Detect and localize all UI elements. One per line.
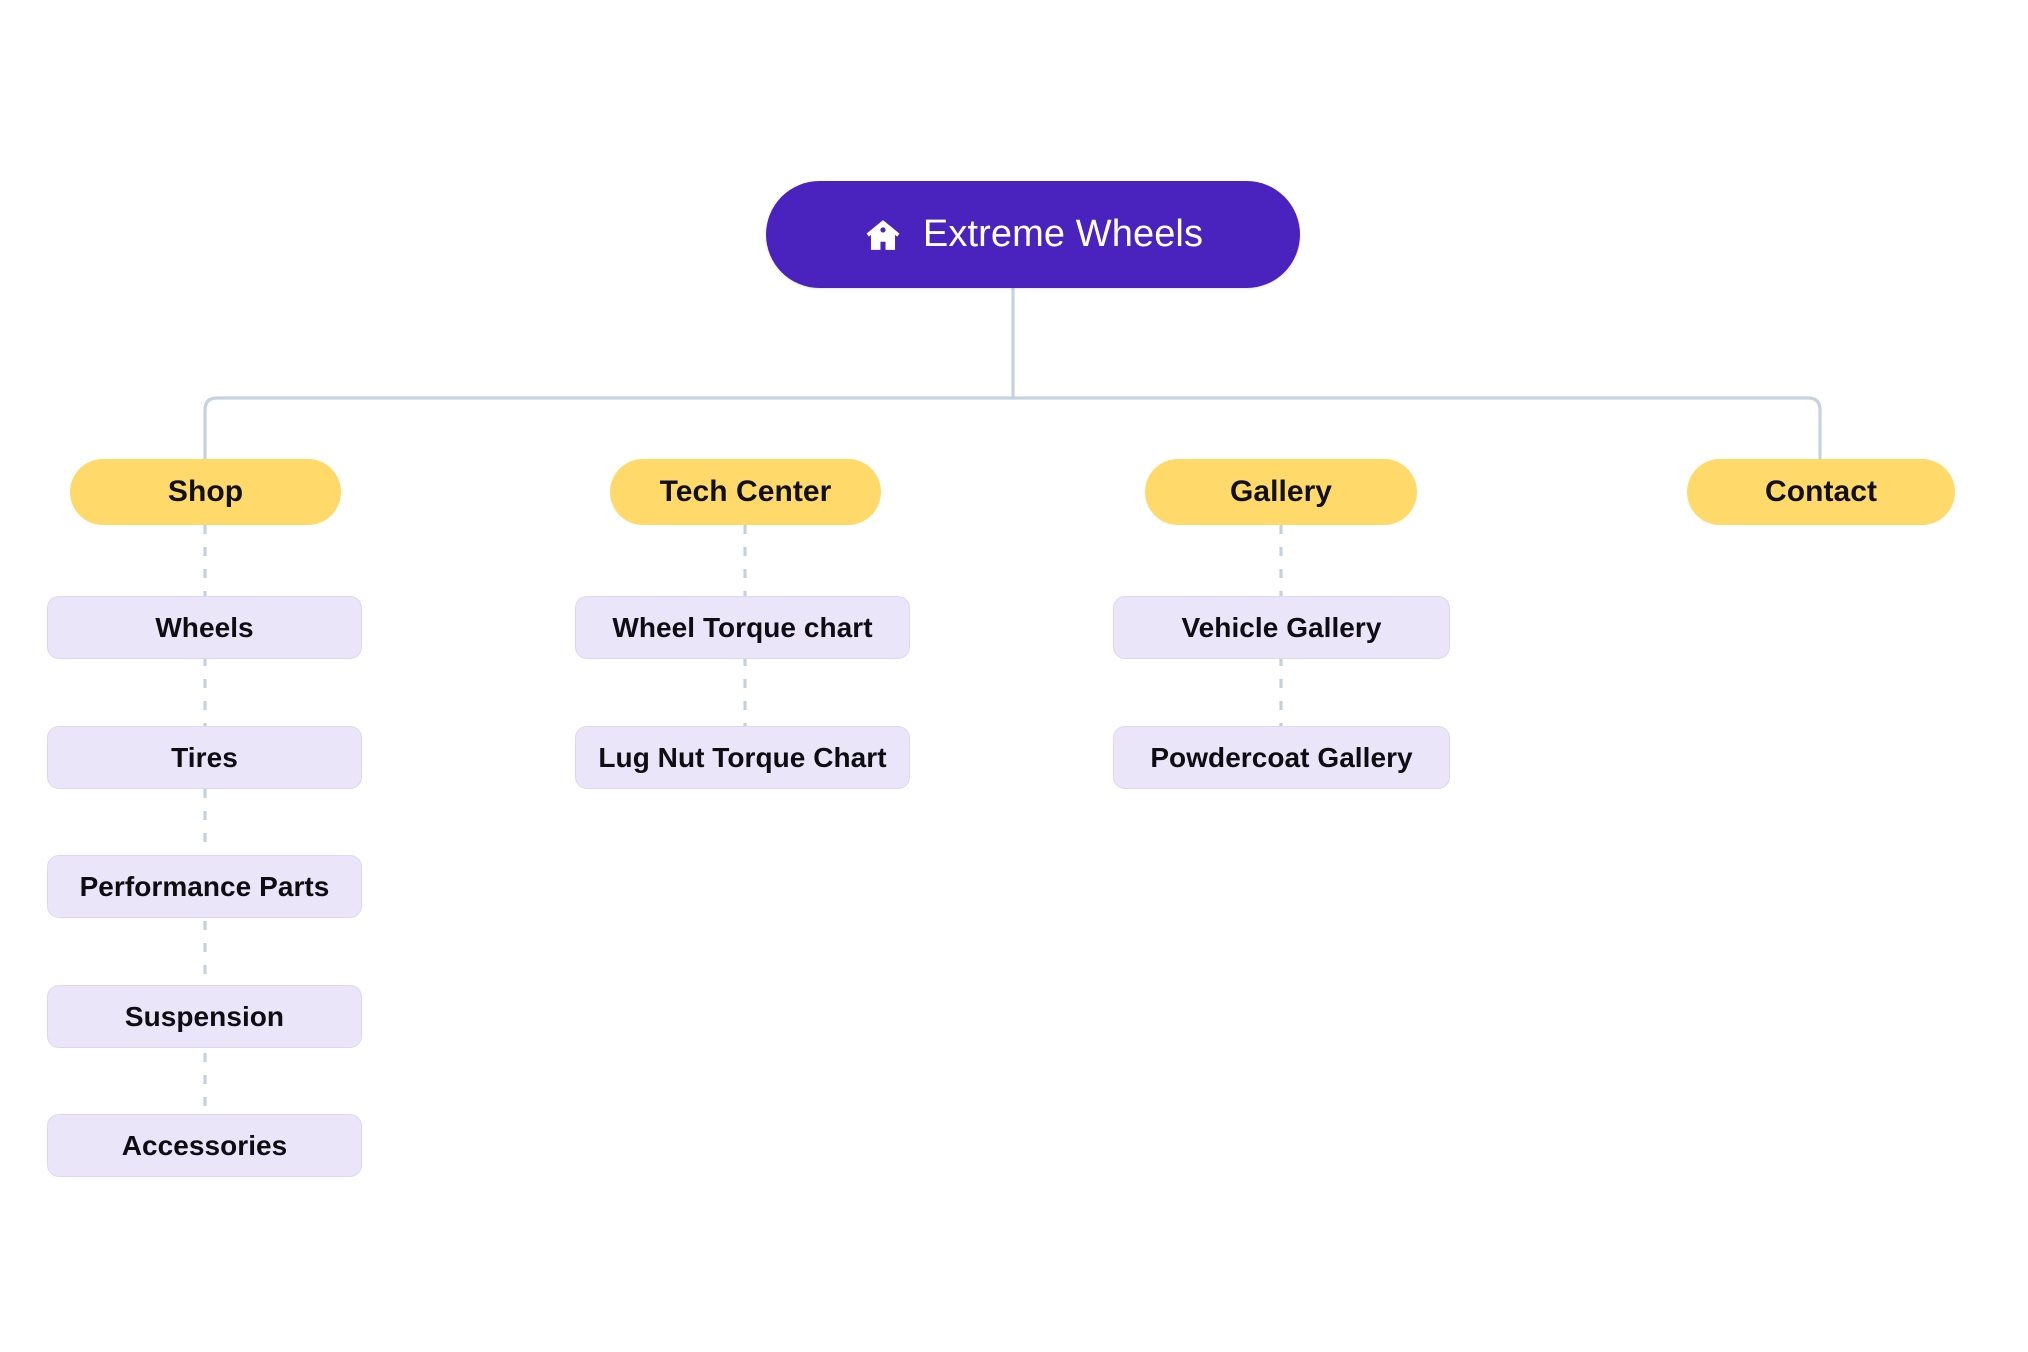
- connector-bus: [203, 396, 1822, 459]
- node-section-gallery[interactable]: Gallery: [1145, 459, 1417, 525]
- leaf-label-wheels: Wheels: [155, 611, 254, 643]
- node-leaf-performance-parts[interactable]: Performance Parts: [47, 855, 362, 918]
- leaf-label-accessories: Accessories: [121, 1129, 288, 1161]
- node-leaf-wheels[interactable]: Wheels: [47, 596, 362, 659]
- node-leaf-vehicle-gallery[interactable]: Vehicle Gallery: [1113, 596, 1450, 659]
- root-label: Extreme Wheels: [922, 212, 1204, 255]
- leaf-label-tires: Tires: [171, 741, 238, 773]
- node-leaf-powdercoat-gallery[interactable]: Powdercoat Gallery: [1113, 726, 1450, 789]
- leaf-label-suspension: Suspension: [124, 1000, 285, 1032]
- section-label-gallery: Gallery: [1229, 475, 1333, 508]
- leaf-label-lug-nut-torque-chart: Lug Nut Torque Chart: [598, 741, 887, 773]
- leaf-label-powdercoat-gallery: Powdercoat Gallery: [1150, 741, 1413, 773]
- section-label-tech-center: Tech Center: [659, 475, 832, 508]
- node-leaf-accessories[interactable]: Accessories: [47, 1114, 362, 1177]
- section-label-shop: Shop: [167, 475, 244, 508]
- node-leaf-suspension[interactable]: Suspension: [47, 985, 362, 1048]
- node-root-extreme-wheels[interactable]: Extreme Wheels: [766, 181, 1300, 288]
- node-leaf-lug-nut-torque-chart[interactable]: Lug Nut Torque Chart: [575, 726, 910, 789]
- leaf-label-performance-parts: Performance Parts: [79, 870, 330, 902]
- section-label-contact: Contact: [1764, 475, 1877, 508]
- node-section-contact[interactable]: Contact: [1687, 459, 1955, 525]
- node-section-tech-center[interactable]: Tech Center: [610, 459, 881, 525]
- node-leaf-tires[interactable]: Tires: [47, 726, 362, 789]
- leaf-label-vehicle-gallery: Vehicle Gallery: [1181, 611, 1382, 643]
- node-section-shop[interactable]: Shop: [70, 459, 341, 525]
- leaf-label-wheel-torque-chart: Wheel Torque chart: [612, 611, 873, 643]
- node-leaf-wheel-torque-chart[interactable]: Wheel Torque chart: [575, 596, 910, 659]
- home-icon: [863, 215, 903, 255]
